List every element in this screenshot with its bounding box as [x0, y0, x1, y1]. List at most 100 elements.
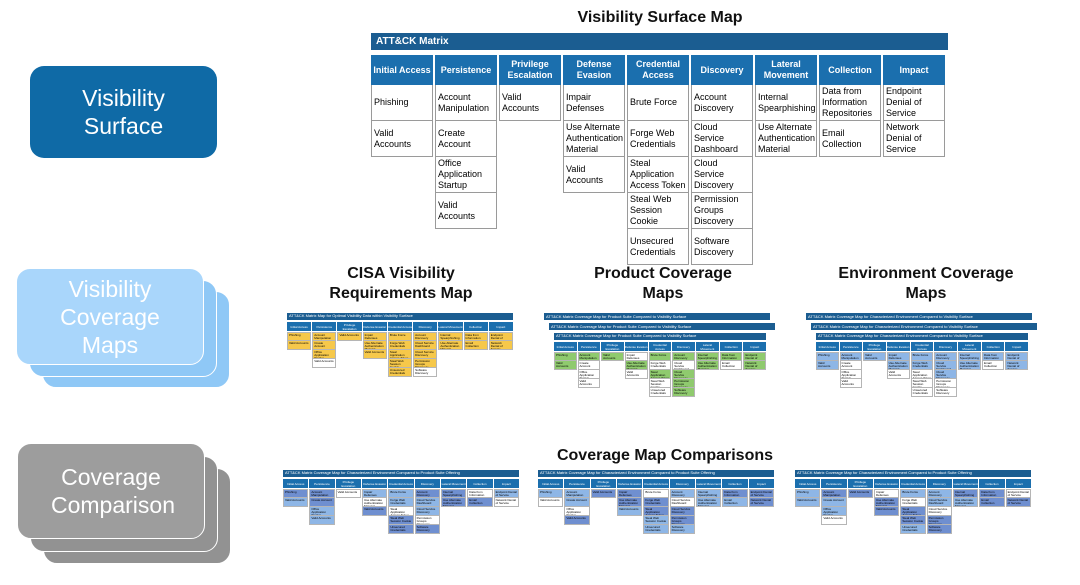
mini-map-cell: Valid Accounts: [839, 379, 863, 388]
mini-map-cell: Valid Accounts: [309, 516, 335, 525]
mini-map-cell: Brute Force: [643, 489, 669, 498]
mini-map-cell: Account Manipulation: [564, 489, 590, 498]
matrix-cell: Cloud Service Discovery: [691, 157, 753, 193]
mini-map-title: ATT&CK Matrix Coverage Map for Character…: [283, 470, 519, 477]
mini-map-header: Initial Access: [283, 479, 309, 488]
mini-map-cell: Create Account: [577, 361, 601, 370]
matrix-cell: Email Collection: [819, 121, 881, 157]
mini-map-cell: Email Collection: [981, 361, 1005, 370]
matrix-cell: Office Application Startup: [435, 157, 497, 193]
mini-map-cell: Valid Accounts: [601, 352, 624, 361]
mini-map-cell: Cloud Service Dashboard: [672, 361, 695, 370]
mini-map-cell: Use Alternate Authentication Material: [957, 361, 981, 370]
mini-map-cell: Brute Force: [910, 352, 934, 361]
matrix-cell: Steal Web Session Cookie: [627, 193, 689, 229]
mini-map-cell: Internal Spearphishing: [440, 489, 467, 498]
mini-map-cell: Steal Application Access Token: [643, 507, 669, 516]
mini-map-cell: Cloud Service Discovery: [672, 370, 695, 379]
mini-map-header: Initial Access: [287, 322, 312, 331]
stacked-map-title: ATT&CK Matrix Coverage Map for Character…: [806, 313, 1032, 320]
mini-map-cell: Brute Force: [388, 489, 414, 498]
mini-map-header: Lateral Movement: [695, 479, 722, 488]
mini-map-cell: Cloud Service Discovery: [413, 350, 438, 359]
mini-map-cell: Internal Spearphishing: [952, 489, 979, 498]
cisa-map-heading: CISA Visibility Requirements Map: [329, 265, 473, 302]
mini-map-cell: Network Denial of Service: [1005, 498, 1031, 507]
mini-map-header: Persistence: [821, 479, 847, 488]
mini-map-cell: Valid Accounts: [361, 507, 388, 516]
mini-map-header: Impact: [1005, 342, 1029, 351]
mini-map-cell: Account Discovery: [934, 352, 957, 361]
mini-map-header: Persistence: [577, 342, 601, 351]
mini-map-cell: Use Alternate Authentication Material: [361, 498, 388, 507]
mini-map-header: Impact: [488, 322, 513, 331]
mini-map-header: Lateral Movement: [440, 479, 467, 488]
matrix-column-header: Credential Access: [627, 55, 689, 85]
mini-map-header: Impact: [1005, 479, 1031, 488]
mini-map-cell: Impair Defenses: [624, 352, 648, 361]
mini-map-cell: Network Denial of Service: [493, 498, 519, 507]
mini-map-cell: Endpoint Denial of Service: [1005, 352, 1029, 361]
mini-map-cell: Phishing: [538, 489, 564, 498]
mini-map-cell: Email Collection: [467, 498, 493, 507]
mini-map-cell: Unsecured Credentials: [648, 388, 672, 397]
mini-map-cell: Office Application Startup: [821, 507, 847, 516]
stacked-map-title: ATT&CK Matrix Coverage Map for Character…: [811, 323, 1037, 330]
mini-map-cell: Data from Information Repositories: [467, 489, 493, 498]
mini-map-cell: Office Application Startup: [564, 507, 590, 516]
mini-map-cell: Steal Web Session Cookie: [388, 516, 414, 525]
mini-map-cell: Steal Web Session Cookie: [387, 359, 413, 368]
visibility-surface-tag: Visibility Surface: [30, 66, 217, 158]
mini-map-cell: Valid Accounts: [590, 489, 616, 498]
mini-map-cell: Phishing: [816, 352, 839, 361]
mini-map-header: Defense Evasion: [886, 342, 910, 351]
mini-map-cell: Steal Web Session Cookie: [648, 379, 672, 388]
mini-map-header: Credential Access: [910, 342, 934, 351]
mini-map-cell: Account Manipulation: [821, 489, 847, 498]
cisa-mini-map: ATT&CK Matrix Map for Optimal Visibility…: [287, 313, 513, 377]
matrix-cell: Valid Accounts: [371, 121, 433, 157]
mini-map-cell: Account Manipulation: [839, 352, 863, 361]
mini-map-cell: Steal Application Access Token: [910, 370, 934, 379]
mini-map-cell: Unsecured Credentials: [387, 368, 413, 377]
mini-map-cell: Steal Web Session Cookie: [900, 516, 926, 525]
mini-map-cell: Create Account: [309, 498, 335, 507]
mini-map-cell: Permission Groups Discovery: [934, 379, 957, 388]
mini-map-header: Defense Evasion: [624, 342, 648, 351]
mini-map-cell: Office Application Startup: [839, 370, 863, 379]
mini-map-cell: Internal Spearphishing: [438, 332, 463, 341]
matrix-cell: Data from Information Repositories: [819, 85, 881, 121]
mini-map-cell: Software Discovery: [413, 368, 438, 377]
matrix-cell: Unsecured Credentials: [627, 229, 689, 265]
mini-map-cell: Forge Web Credentials: [388, 498, 414, 507]
mini-map-cell: Use Alternate Authentication Material: [624, 361, 648, 370]
mini-map-cell: Unsecured Credentials: [388, 525, 414, 534]
matrix-cell: Create Account: [435, 121, 497, 157]
mini-map-cell: Unsecured Credentials: [910, 388, 934, 397]
environment-map-heading: Environment Coverage Maps: [838, 265, 1014, 302]
mini-map-cell: Use Alternate Authentication Material: [873, 498, 900, 507]
mini-map-cell: Cloud Service Dashboard: [413, 341, 438, 350]
mini-map-cell: Create Account: [821, 498, 847, 507]
mini-map-cell: Steal Application Access Token: [648, 370, 672, 379]
mini-map-cell: Account Manipulation: [309, 489, 335, 498]
mini-map-cell: Valid Accounts: [312, 359, 337, 368]
mini-map-cell: Endpoint Denial of Service: [743, 352, 767, 361]
